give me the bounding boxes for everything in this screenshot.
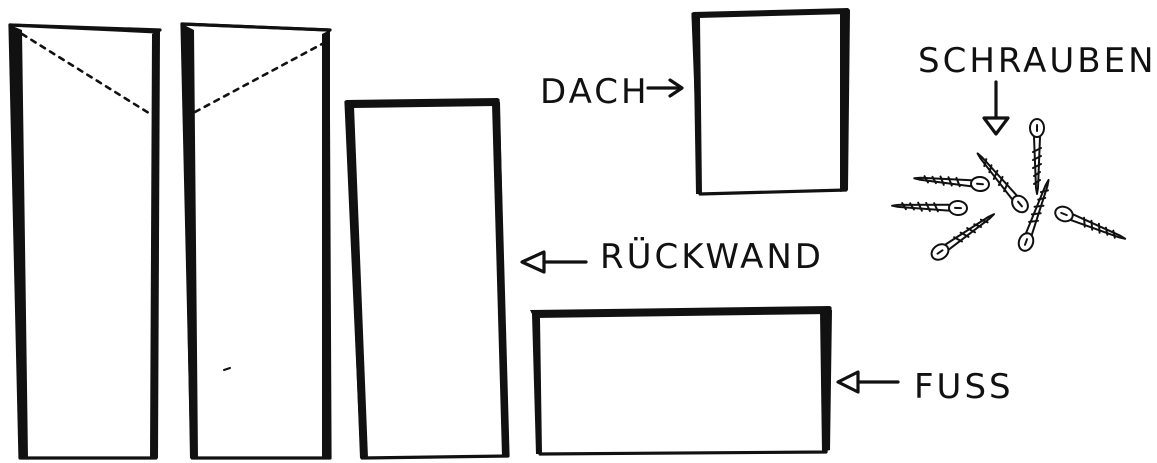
foot-label: FUSS <box>914 367 1014 407</box>
screw-icon <box>930 213 996 261</box>
side-panel-right <box>180 22 332 460</box>
screw-icon <box>1054 205 1127 240</box>
screw-icon <box>1029 118 1045 195</box>
back-wall-label: RÜCKWAND <box>600 236 824 277</box>
side-panel-left <box>8 23 162 460</box>
screw-icon <box>913 175 990 193</box>
back-wall-arrow <box>520 250 588 274</box>
roof-label: DACH <box>540 72 650 112</box>
roof-arrow <box>646 78 684 98</box>
screw-group <box>891 118 1127 261</box>
roof-panel <box>691 8 850 196</box>
back-wall-panel <box>344 98 510 460</box>
screw-icon <box>1017 178 1050 252</box>
screws-label: SCHRAUBEN <box>918 41 1157 81</box>
foot-arrow <box>836 370 900 394</box>
foot-panel <box>530 306 832 456</box>
screw-icon <box>891 199 968 217</box>
screws-arrow <box>982 80 1010 136</box>
screw-icon <box>976 152 1029 214</box>
